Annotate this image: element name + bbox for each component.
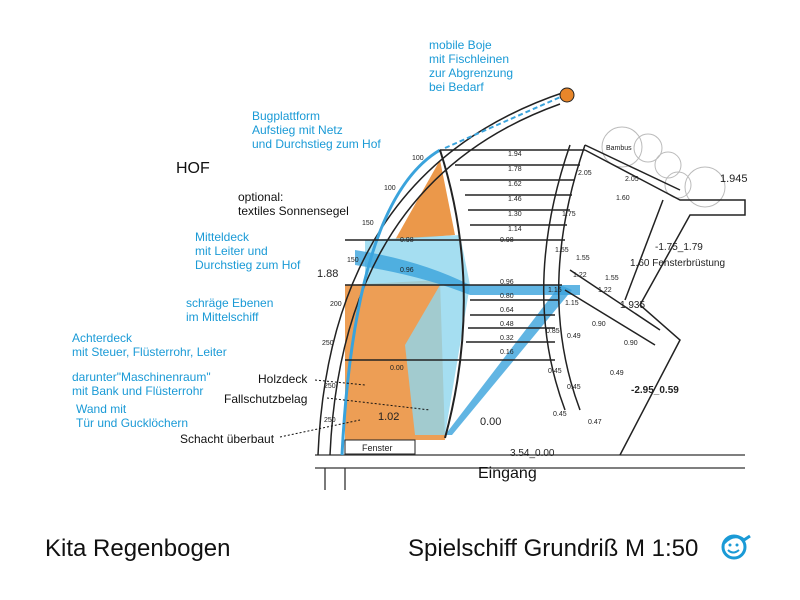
level: 1.22 xyxy=(573,272,587,279)
level: 1.945 xyxy=(720,173,748,185)
holzdeck-label: Holzdeck xyxy=(258,372,308,386)
level: 0.80 xyxy=(500,293,514,300)
level: 1.55 xyxy=(605,275,619,282)
dimension: 150 xyxy=(347,257,359,264)
dimension: 250 xyxy=(324,417,336,424)
level: 0.96 xyxy=(500,279,514,286)
ebenen-annotation: schräge Ebenen im Mittelschiff xyxy=(186,296,274,324)
kid-logo-icon xyxy=(721,534,751,560)
level: 1.30 xyxy=(508,211,522,218)
level: 0.32 xyxy=(500,335,514,342)
level: 0.64 xyxy=(500,307,514,314)
schacht-label: Schacht überbaut xyxy=(180,432,275,446)
level: -2.95_0.59 xyxy=(631,385,679,396)
level: 0.45 xyxy=(548,368,562,375)
level: 1.14 xyxy=(508,226,522,233)
dimension: 100 xyxy=(384,185,396,192)
level: 0.90 xyxy=(624,340,638,347)
maschinenraum-annotation: darunter"Maschinenraum" mit Bank und Flü… xyxy=(72,370,211,398)
bamboo-label: Bambus xyxy=(606,145,632,152)
level: 1.46 xyxy=(508,196,522,203)
fallschutz-label: Fallschutzbelag xyxy=(224,392,308,406)
level: 1.75 xyxy=(562,211,576,218)
level: 0.49 xyxy=(567,333,581,340)
level: 2.05 xyxy=(578,170,592,177)
dimension: 200 xyxy=(330,301,342,308)
segel-annotation: optional: textiles Sonnensegel xyxy=(238,190,349,218)
leader-lines xyxy=(279,379,431,438)
level: 0.48 xyxy=(500,321,514,328)
floor-lines xyxy=(315,454,745,490)
level: 1.55 xyxy=(576,255,590,262)
level: 0.00 xyxy=(480,416,501,428)
level: 1.15 xyxy=(548,287,562,294)
level: 0.96 xyxy=(400,267,414,274)
center-spine xyxy=(439,149,465,439)
dimension: 250 xyxy=(324,383,336,390)
buoy-net xyxy=(444,94,566,149)
level: 0.98 xyxy=(400,237,414,244)
mitteldeck-annotation: Mitteldeck mit Leiter und Durchstieg zum… xyxy=(195,230,301,272)
level: 1.78 xyxy=(508,166,522,173)
dimension: 150 xyxy=(362,220,374,227)
level: 0.16 xyxy=(500,349,514,356)
level: 0.45 xyxy=(567,384,581,391)
wand-annotation: Wand mit Tür und Gucklöchern xyxy=(76,402,189,430)
level: 1.94 xyxy=(508,151,522,158)
hof-label: HOF xyxy=(176,160,210,177)
level: 0.85 xyxy=(546,328,560,335)
bamboo-circles xyxy=(601,126,726,208)
dimension: 100 xyxy=(412,155,424,162)
right-wall-inner xyxy=(542,144,571,411)
level: 0.98 xyxy=(500,237,514,244)
eingang-label: Eingang xyxy=(478,465,537,482)
drawing-title: Spielschiff Grundriß M 1:50 xyxy=(408,535,699,562)
level: 2.05 xyxy=(625,176,639,183)
bug-annotation: Bugplattform Aufstieg mit Netz und Durch… xyxy=(252,109,381,151)
right-wall xyxy=(557,144,586,411)
fenster-label: Fenster xyxy=(362,443,393,453)
achterdeck-annotation: Achterdeck mit Steuer, Flüsterrohr, Leit… xyxy=(72,331,227,359)
client-name: Kita Regenbogen xyxy=(45,535,231,562)
level: 0.47 xyxy=(588,419,602,426)
level: 3.54_0.00 xyxy=(510,448,555,459)
buoy xyxy=(559,87,575,103)
level: -1.75_1.79 xyxy=(655,242,703,253)
hull xyxy=(317,91,566,456)
boje-annotation: mobile Boje mit Fischleinen zur Abgrenzu… xyxy=(429,38,514,94)
fensterbruestung-label: 1.60 Fensterbrüstung xyxy=(630,258,725,269)
right-region xyxy=(564,144,746,456)
level: 0.00 xyxy=(390,365,404,372)
level: 0.90 xyxy=(592,321,606,328)
level: 1.15 xyxy=(565,300,579,307)
level: 1.60 xyxy=(616,195,630,202)
level: 1.55 xyxy=(555,247,569,254)
bugplattform-fill xyxy=(395,160,455,240)
level: 0.49 xyxy=(610,370,624,377)
fenster-box xyxy=(344,439,416,455)
level: 1.88 xyxy=(317,268,338,280)
level: 1.62 xyxy=(508,181,522,188)
level: 1.22 xyxy=(598,287,612,294)
dimension: 250 xyxy=(322,340,334,347)
level: 1.02 xyxy=(378,411,399,423)
level: 1.935 xyxy=(620,300,645,311)
level: 0.45 xyxy=(553,411,567,418)
